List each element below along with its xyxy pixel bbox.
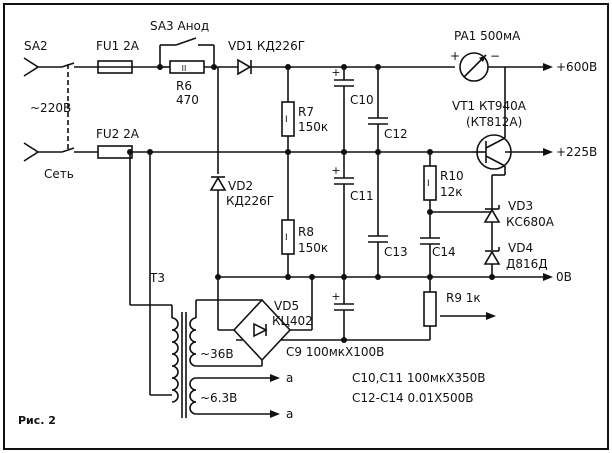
t3-primary: [171, 317, 179, 403]
label-out-a2: a: [286, 407, 293, 421]
vd2-diode: [209, 176, 227, 191]
label-vd5-value: КЦ402: [272, 314, 313, 328]
label-r8-value: 150к: [298, 241, 328, 255]
label-c10: C10: [350, 93, 374, 107]
svg-text:I: I: [285, 115, 288, 125]
label-c11: C11: [350, 189, 374, 203]
junctions: [127, 64, 495, 343]
c10-plus: +: [331, 66, 340, 79]
out-600-arrow: [543, 63, 553, 71]
label-r6-ref: R6: [176, 79, 192, 93]
r8-resistor: [281, 219, 295, 255]
label-c9: C9 100мкХ100В: [286, 345, 384, 359]
out-a2-arrow: [270, 410, 280, 418]
vd5-bridge: +: [232, 277, 354, 366]
label-r8-ref: R8: [298, 225, 314, 239]
label-r7-ref: R7: [298, 105, 314, 119]
hf-capacitors: [368, 67, 388, 277]
out-0-arrow: [543, 273, 553, 281]
out-225-arrow: [543, 148, 553, 156]
svg-text:I: I: [285, 233, 288, 243]
sa3-contact: [175, 37, 197, 46]
t3-secondary-63v: [189, 377, 197, 415]
mains-terminal-bottom: [23, 142, 40, 162]
label-c13: C13: [384, 245, 408, 259]
label-sa2: SA2: [24, 39, 48, 53]
label-tap-63: ~6.3В: [200, 391, 237, 405]
mains-input: [23, 57, 98, 162]
t3-secondary-36v: [189, 317, 197, 367]
label-vd1: VD1 КД226Г: [228, 39, 305, 53]
label-pa1: PA1 500мА: [454, 29, 521, 43]
fu2-fuse: [97, 145, 133, 159]
ground-rail: [218, 273, 553, 281]
label-sa3: SA3 Анод: [150, 19, 209, 33]
resistor-divider: I I: [281, 67, 295, 277]
label-vt1: VT1 КТ940А: [452, 99, 527, 113]
svg-text:II: II: [182, 64, 187, 73]
capacitor-stack: + +: [331, 66, 354, 277]
label-c12: C12: [384, 127, 408, 141]
c9-plus: +: [331, 290, 340, 303]
transformer-t3: [129, 152, 280, 418]
label-pa1-minus: −: [490, 49, 500, 63]
label-r7-value: 150к: [298, 120, 328, 134]
zener-chain: [483, 174, 505, 277]
out-a1-arrow: [270, 374, 280, 382]
top-rail: II: [97, 37, 553, 82]
sa2-contact-bottom: [61, 147, 75, 153]
component-labels: SA2 FU1 2A SA3 Анод R6 470 VD1 КД226Г PA…: [18, 19, 597, 427]
label-r10-value: 12к: [440, 185, 463, 199]
label-pa1-plus: +: [450, 49, 460, 63]
label-r10-ref: R10: [440, 169, 464, 183]
vd1-diode: [237, 58, 252, 76]
label-vd4-ref: VD4: [508, 241, 533, 255]
label-r9: R9 1к: [446, 291, 481, 305]
label-fu1: FU1 2A: [96, 39, 140, 53]
svg-text:I: I: [427, 179, 430, 189]
label-vd2-value: КД226Г: [226, 194, 274, 208]
vd2-branch: [209, 67, 235, 331]
label-t3: T3: [149, 271, 165, 285]
figure-caption: Рис. 2: [18, 414, 56, 427]
label-mains: Сеть: [44, 167, 74, 181]
label-out-600: +600В: [556, 60, 597, 74]
note-c12-c14: C12-C14 0.01Х500В: [352, 391, 474, 405]
label-vt1-alt: (КТ812А): [466, 115, 522, 129]
label-c14: C14: [432, 245, 456, 259]
label-fu2: FU2 2A: [96, 127, 140, 141]
label-vd4-value: Д816Д: [506, 257, 548, 271]
label-out-0: 0В: [556, 270, 572, 284]
vd4-zener: [483, 250, 501, 265]
r6-resistor: [169, 60, 205, 74]
note-c10-c11: C10,C11 100мкХ350В: [352, 371, 486, 385]
mains-terminal-top: [23, 57, 40, 77]
label-mains-voltage: ~220В: [30, 101, 71, 115]
figure-frame: [3, 3, 609, 450]
label-out-a1: a: [286, 371, 293, 385]
r7-resistor: [281, 101, 295, 137]
r10-resistor: [423, 165, 437, 201]
label-vd5-ref: VD5: [274, 299, 299, 313]
label-r6-value: 470: [176, 93, 199, 107]
r9-wiper-arrow: [486, 312, 496, 320]
c11-plus: +: [331, 164, 340, 177]
label-vd2-ref: VD2: [228, 179, 253, 193]
label-vd3-ref: VD3: [508, 199, 533, 213]
label-vd3-value: КС680А: [506, 215, 555, 229]
label-out-225: +225В: [556, 145, 597, 159]
r9-potentiometer: [423, 291, 437, 327]
label-tap-36: ~36В: [200, 347, 234, 361]
